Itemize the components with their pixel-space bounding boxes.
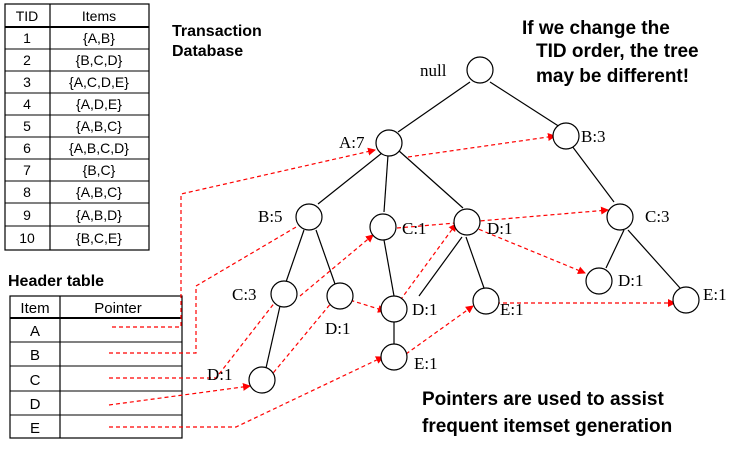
transaction-db-label: Transaction [172, 23, 262, 40]
tree-node-c3 [270, 280, 298, 308]
items-cell: {A,C,D,E} [69, 74, 129, 90]
items-cell: {A,B} [83, 30, 115, 46]
tid-cell: 8 [23, 184, 31, 200]
header-item: E [30, 420, 40, 437]
node-link-pointers [108, 133, 676, 428]
tree-node-d1 [326, 282, 354, 310]
tid-header: TID [16, 8, 39, 24]
header-table: Item Pointer A B C D E [9, 295, 183, 439]
tree-node-d1 [585, 267, 613, 295]
header-item: B [30, 347, 40, 364]
note-line: frequent itemset generation [422, 416, 672, 437]
node-label-c3: C:3 [232, 285, 257, 304]
items-cell: {B,C} [83, 162, 116, 178]
tree-node-d1 [453, 208, 481, 236]
tree-node-null [466, 56, 494, 84]
items-cell: {A,B,D} [76, 207, 122, 223]
transaction-row-lines [5, 48, 149, 227]
note-line: If we change the [522, 18, 670, 39]
node-label-d1: D:1 [325, 319, 351, 338]
node-label-e1: E:1 [414, 354, 438, 373]
tree-node-b3 [552, 122, 580, 150]
items-cell: {A,D,E} [76, 96, 122, 112]
node-label-b3: B:3 [581, 127, 606, 146]
tid-cell: 7 [23, 162, 31, 178]
tid-cell: 2 [23, 52, 31, 68]
items-cell: {A,B,C} [76, 118, 122, 134]
note-line: Pointers are used to assist [422, 389, 664, 410]
node-label-a7: A:7 [339, 133, 365, 152]
node-label-d1: D:1 [412, 300, 438, 319]
node-label-d1: D:1 [207, 365, 233, 384]
tid-cell: 5 [23, 118, 31, 134]
item-header: Item [20, 300, 49, 317]
tree-node-e1 [672, 286, 700, 314]
header-item: D [30, 396, 41, 413]
tree-edges [265, 81, 681, 369]
tid-cell: 9 [23, 207, 31, 223]
tree-node-a7 [375, 129, 403, 157]
header-table-title: Header table [8, 273, 104, 290]
tree-node-b5 [295, 203, 323, 231]
note-line: TID order, the tree [536, 41, 699, 62]
node-label-null: null [420, 61, 447, 80]
node-label-e1: E:1 [703, 285, 727, 304]
tree-node-e1 [380, 343, 408, 371]
items-cell: {A,B,C,D} [69, 140, 129, 156]
tree-node-d1 [380, 295, 408, 323]
transaction-db-label: Database [172, 43, 243, 60]
items-header: Items [82, 8, 116, 24]
tree-node-c3-right [606, 203, 634, 231]
node-labels: null A:7 B:3 B:5 C:1 D:1 C:3 C:3 D:1 D:1… [207, 61, 727, 384]
items-cell: {A,B,C} [76, 184, 122, 200]
items-cell: {B,C,D} [76, 52, 123, 68]
note-line: may be different! [536, 66, 689, 87]
node-label-e1: E:1 [500, 300, 524, 319]
tree-node-c1 [369, 213, 397, 241]
transaction-table: TID Items 1 {A,B} 2 {B,C,D} 3 {A,C,D,E} … [4, 3, 150, 251]
note-pointers: Pointers are used to assist frequent ite… [422, 389, 672, 437]
node-label-b5: B:5 [258, 207, 283, 226]
node-label-c1: C:1 [402, 219, 427, 238]
tree-node-e1 [472, 287, 500, 315]
header-item: A [30, 323, 40, 340]
tree-node-d1 [248, 366, 276, 394]
node-label-d1: D:1 [487, 219, 513, 238]
tid-cell: 3 [23, 74, 31, 90]
tid-cell: 6 [23, 140, 31, 156]
node-label-d1: D:1 [618, 271, 644, 290]
tid-cell: 1 [23, 30, 31, 46]
tree-nodes [248, 56, 700, 394]
node-label-c3-right: C:3 [645, 207, 670, 226]
pointer-header: Pointer [94, 300, 142, 317]
note-tid-order: If we change the TID order, the tree may… [522, 18, 699, 87]
header-item: C [30, 372, 41, 389]
items-cell: {B,C,E} [76, 230, 122, 246]
tid-cell: 4 [23, 96, 31, 112]
tid-cell: 10 [19, 230, 35, 246]
